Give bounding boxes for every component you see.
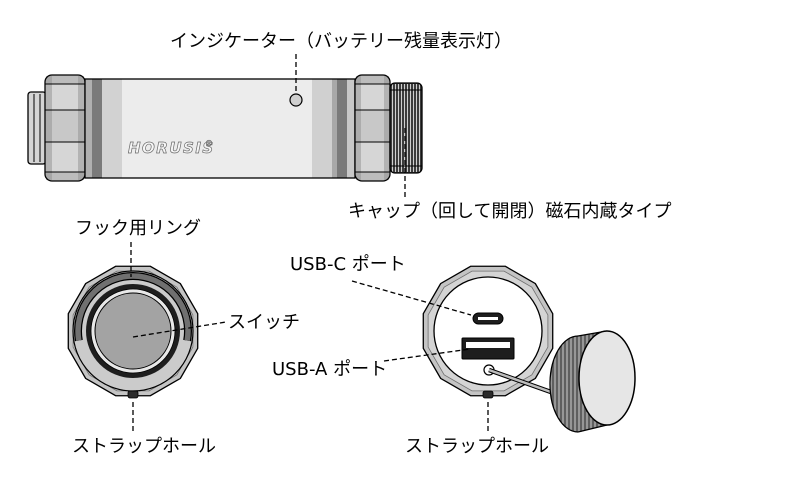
strap-hole-label-right: ストラップホール: [405, 436, 549, 457]
usb-c-label: USB-C ポート: [290, 254, 406, 275]
right-hex-nut: [354, 74, 391, 182]
brand-logo: HORUSIS: [128, 139, 215, 157]
switch-end-view: [67, 265, 199, 399]
strap-hole: [127, 390, 139, 399]
tube-stripe: [312, 79, 332, 178]
hook-ring-label: フック用リング: [75, 218, 201, 239]
knurled-cap-side: [389, 82, 423, 174]
nut-face: [356, 142, 389, 172]
nut-shade: [78, 76, 84, 180]
tube-stripe: [85, 79, 92, 178]
switch-label: スイッチ: [228, 312, 300, 333]
tube-stripe: [92, 79, 102, 178]
usb-a-label: USB-A ポート: [272, 359, 387, 380]
tube-stripe: [102, 79, 122, 178]
magnetic-cap: [549, 330, 636, 433]
usb-a-leader: [383, 348, 471, 362]
nut-face: [356, 84, 389, 110]
cap-outline: [389, 82, 423, 174]
nut-face: [46, 142, 84, 172]
power-switch: [94, 292, 172, 370]
flashlight-side-view: HORUSIS ®: [27, 74, 423, 182]
nut-shade: [46, 76, 52, 180]
battery-indicator-light: [289, 93, 303, 107]
nut-face: [356, 110, 389, 142]
strap-hole-label-left: ストラップホール: [72, 436, 216, 457]
cap-body: [390, 83, 422, 173]
usb-a-port: [461, 337, 515, 360]
cap-back-rim-outline: [549, 335, 579, 433]
cap-front-face: [578, 330, 636, 426]
strap-hole: [482, 390, 494, 399]
left-hex-nut: [44, 74, 86, 182]
cap-knurl: [392, 84, 420, 172]
usb-a-port-tongue: [466, 342, 510, 348]
brand-logo-registered-mark: ®: [205, 139, 213, 148]
tube-stripe: [347, 79, 355, 178]
nut-shade: [384, 76, 389, 180]
nut-shade: [356, 76, 361, 180]
nut-face: [46, 110, 84, 142]
usb-c-port-slot: [478, 317, 498, 320]
tube-stripe: [337, 79, 347, 178]
usb-end-view: [422, 265, 566, 400]
body-tube: HORUSIS ®: [84, 78, 356, 179]
indicator-label: インジケーター（バッテリー残量表示灯）: [170, 31, 512, 52]
usb-c-leader: [351, 280, 472, 316]
tail-end-body: [28, 92, 46, 164]
hook-ring: [75, 273, 191, 342]
cap-bottom-edge: [577, 424, 608, 433]
tube-stripe: [332, 79, 337, 178]
nut-face: [46, 84, 84, 110]
tube-base: [85, 79, 355, 178]
usb-end-face: [433, 276, 543, 386]
cap-label: キャップ（回して開閉）磁石内蔵タイプ: [348, 201, 671, 222]
tail-end-piece: [27, 91, 47, 165]
